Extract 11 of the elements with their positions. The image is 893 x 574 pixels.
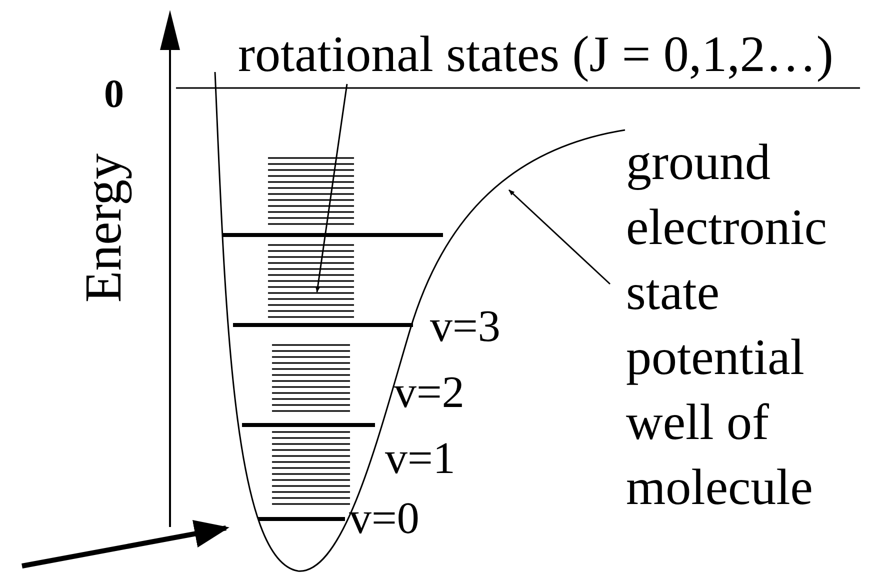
leader-arrow (508, 189, 610, 285)
vibrational-level-label: v=2 (394, 370, 464, 415)
diagram-label: ground electronic state potential well of molecule (626, 134, 828, 518)
vibrational-level-label: v=1 (385, 436, 456, 481)
diagram-label: rotational states (J = 0,1,2…) (238, 26, 834, 84)
leader-arrow (315, 84, 348, 293)
energy-zero-label: 0 (104, 74, 124, 114)
axis-label: Energy (78, 153, 131, 303)
thick-arrow (22, 520, 230, 568)
vibrational-level-label: v=0 (349, 496, 420, 541)
vibrational-level-label: v=3 (430, 304, 500, 349)
